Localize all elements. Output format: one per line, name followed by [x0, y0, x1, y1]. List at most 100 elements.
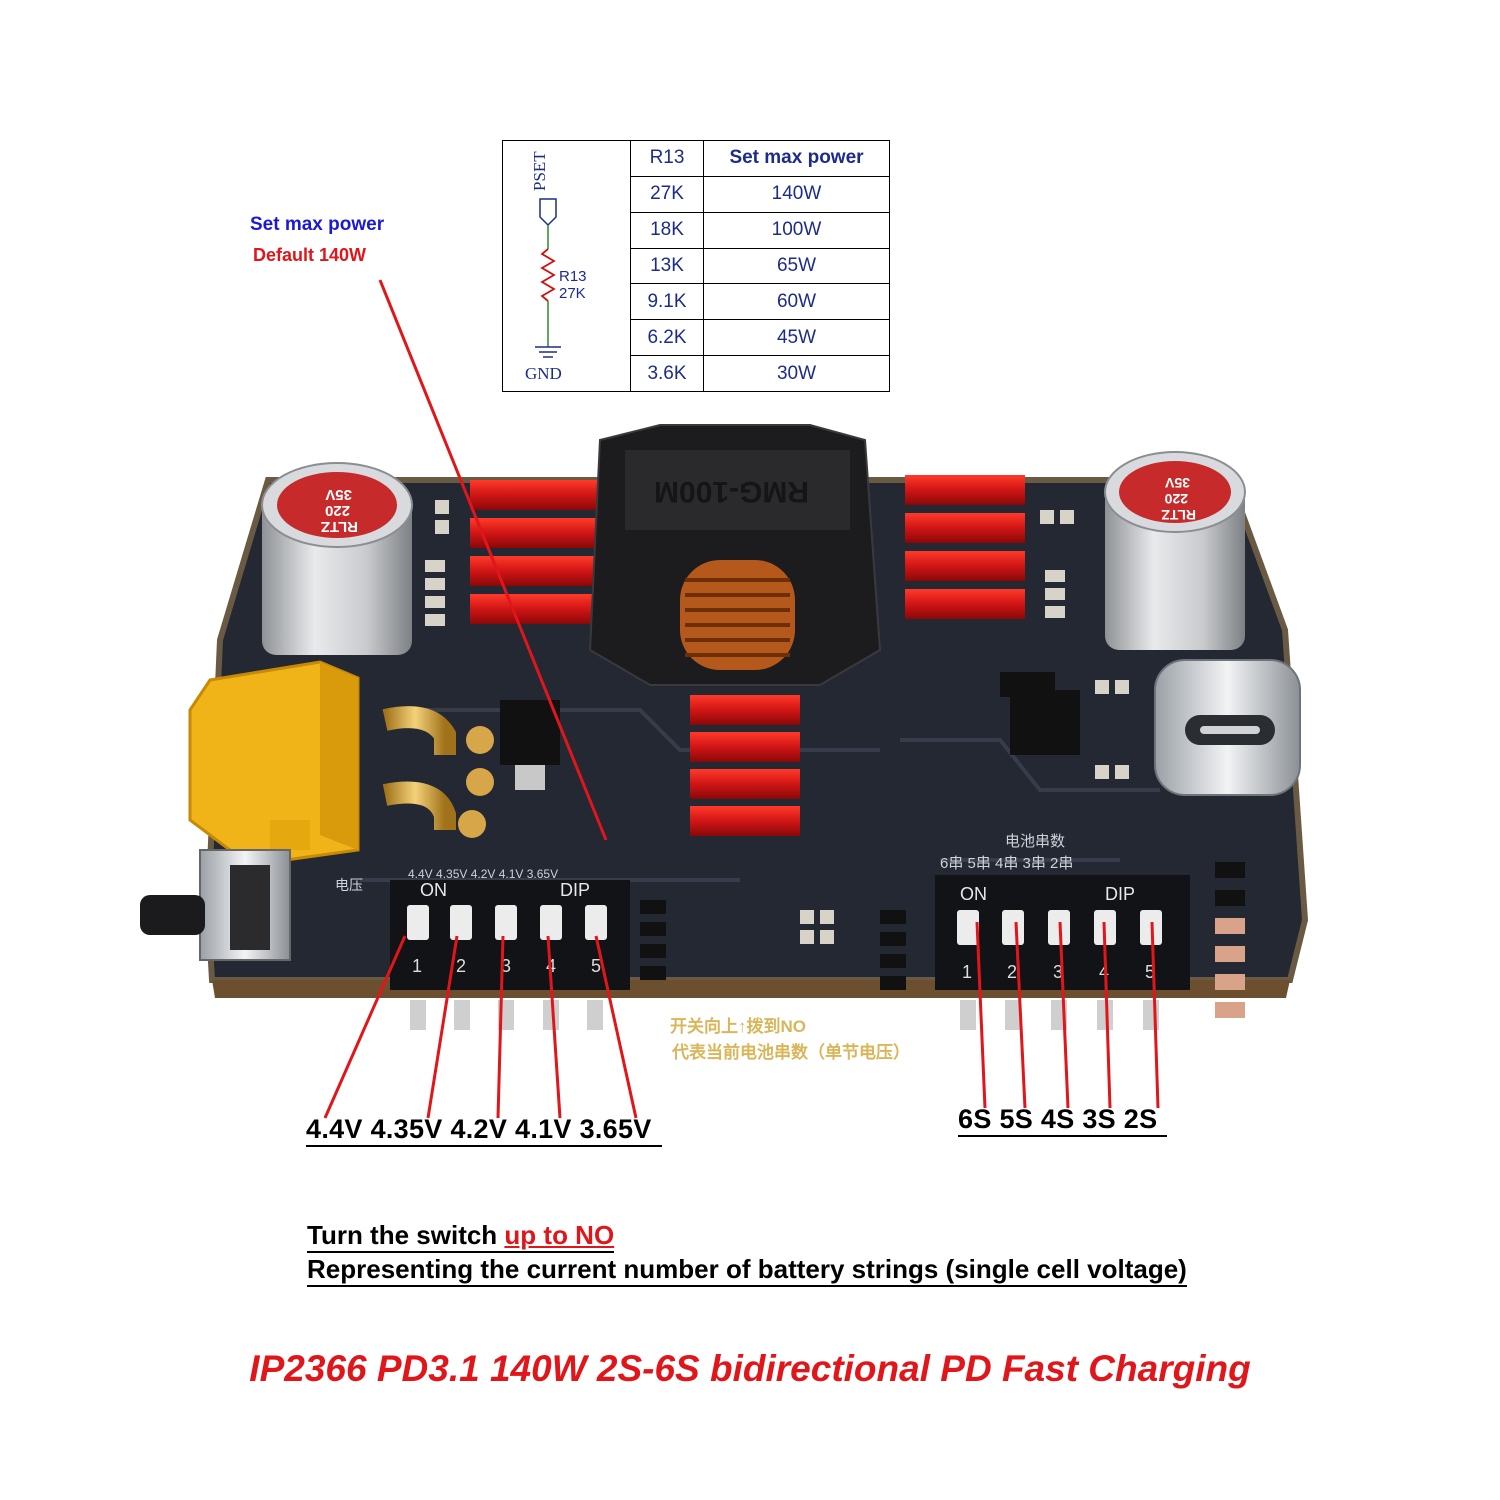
right-dip-num-1: 1 — [962, 962, 972, 982]
left-capacitor: RLTZ 220 35V — [261, 462, 413, 655]
mosfet-tab-left — [515, 765, 545, 790]
resistor-symbol — [540, 248, 556, 302]
table-cell: 3.6K — [631, 355, 704, 391]
silk-note-line-1: 开关向上↑拨到NO — [670, 1016, 806, 1036]
voltage-label: 4.4V — [306, 1114, 363, 1144]
voltage-labels-row: 4.4V 4.35V 4.2V 4.1V 3.65V — [306, 1114, 662, 1147]
silk-note-line-2: 代表当前电池串数（单节电压） — [671, 1042, 910, 1062]
right-dip-num-3: 3 — [1053, 962, 1063, 982]
right-dip-num-2: 2 — [1007, 962, 1017, 982]
pset-schematic: PSET R13 27K GND — [503, 141, 631, 391]
string-label: 4S — [1040, 1104, 1075, 1134]
right-cap-text-2: 220 — [1164, 491, 1188, 507]
resistor-value: 27K — [559, 285, 586, 302]
voltage-label: 3.65V — [579, 1114, 652, 1144]
pointer-6s — [975, 921, 987, 1109]
pointer-4-1v — [546, 935, 562, 1119]
pcb-board-photo: RLTZ 220 35V RLTZ 220 35V RMG-100M — [140, 424, 1309, 1062]
left-dip-label: DIP — [560, 880, 590, 900]
silk-strings-title: 电池串数 — [1005, 833, 1065, 850]
left-dip-num-5: 5 — [591, 956, 601, 976]
pset-label: PSET — [530, 151, 549, 191]
resistor-label: R13 — [559, 268, 587, 285]
instruction-highlight: up to NO — [504, 1220, 615, 1250]
table-header-cell: Set max power — [703, 141, 889, 177]
center-heatsink — [690, 695, 800, 836]
pointer-2s — [1150, 921, 1160, 1109]
pointer-3-65v — [594, 935, 638, 1119]
test-pad-2 — [466, 768, 494, 796]
left-cap-text-1: RLTZ — [321, 518, 358, 535]
silk-strings-row: 6串 5串 4串 3串 2串 — [940, 855, 1073, 872]
voltage-label: 4.35V — [370, 1114, 443, 1144]
pset-schematic-drawing: PSET R13 27K GND — [525, 151, 587, 383]
pset-pointer-line — [378, 279, 608, 841]
pset-pin-shape — [539, 198, 557, 227]
inductor-marking: RMG-100M — [654, 475, 809, 508]
voltage-label: 4.1V — [515, 1114, 572, 1144]
pointer-4-4v — [323, 935, 407, 1119]
left-heatsink — [470, 480, 610, 624]
string-label: 3S — [1082, 1104, 1116, 1134]
right-dip-num-5: 5 — [1145, 962, 1155, 982]
left-cap-text-3: 35V — [325, 486, 352, 503]
table-cell: 60W — [703, 283, 889, 320]
usb-c-port — [1154, 659, 1301, 796]
left-dip-num-3: 3 — [501, 956, 511, 976]
string-label: 5S — [999, 1104, 1034, 1134]
table-header-row: R13 Set max power — [631, 141, 889, 177]
xt60-connector — [188, 660, 456, 867]
pointer-4-2v — [496, 935, 505, 1119]
product-title: IP2366 PD3.1 140W 2S-6S bidirectional PD… — [249, 1348, 1251, 1389]
solder-pads — [425, 500, 1129, 944]
test-pad-1 — [466, 726, 494, 754]
left-dip-num-2: 2 — [456, 956, 466, 976]
table-cell: 18K — [631, 211, 704, 249]
right-cap-text-3: 35V — [1164, 475, 1190, 491]
string-labels-row: 6S 5S 4S 3S 2S — [958, 1104, 1168, 1137]
right-dip-on: ON — [960, 884, 987, 904]
ground-label: GND — [525, 364, 562, 383]
silk-voltage-title: 电压 — [335, 877, 363, 893]
silk-voltage-row: 4.4V 4.35V 4.2V 4.1V 3.65V — [408, 867, 558, 881]
table-cell: 27K — [631, 175, 704, 213]
table-header-cell: R13 — [649, 147, 685, 169]
tactile-switch — [140, 849, 291, 961]
string-label: 6S — [958, 1104, 992, 1134]
mosfet-chip-right — [1010, 690, 1080, 755]
right-heatsink — [905, 475, 1025, 619]
table-cell: 140W — [703, 175, 889, 213]
voltage-label: 4.2V — [450, 1114, 508, 1144]
table-cell: 45W — [703, 319, 889, 356]
pointer-4-35v — [426, 935, 459, 1119]
inductor: RMG-100M — [588, 424, 882, 686]
table-cell: 9.1K — [631, 283, 704, 320]
left-dip-on: ON — [420, 880, 447, 900]
string-label: 2S — [1123, 1104, 1158, 1134]
set-max-power-note: Set max power — [250, 214, 385, 235]
instruction-text: Turn the switch — [307, 1220, 505, 1250]
table-cell: 6.2K — [631, 319, 704, 356]
test-pad-3 — [458, 810, 486, 838]
instruction-line-1: Turn the switch up to NO — [307, 1220, 615, 1253]
table-cell: 30W — [703, 355, 889, 391]
left-cap-text-2: 220 — [325, 502, 350, 519]
pointer-3s — [1102, 921, 1112, 1109]
right-cap-text-1: RLTZ — [1161, 507, 1196, 523]
table-cell: 100W — [703, 211, 889, 249]
default-power-note: Default 140W — [253, 245, 367, 265]
right-capacitor: RLTZ 220 35V — [1104, 451, 1246, 650]
table-cell: 65W — [703, 247, 889, 284]
right-dip-num-4: 4 — [1099, 962, 1109, 982]
pointer-5s — [1014, 921, 1027, 1109]
smd-components — [640, 862, 1245, 1018]
